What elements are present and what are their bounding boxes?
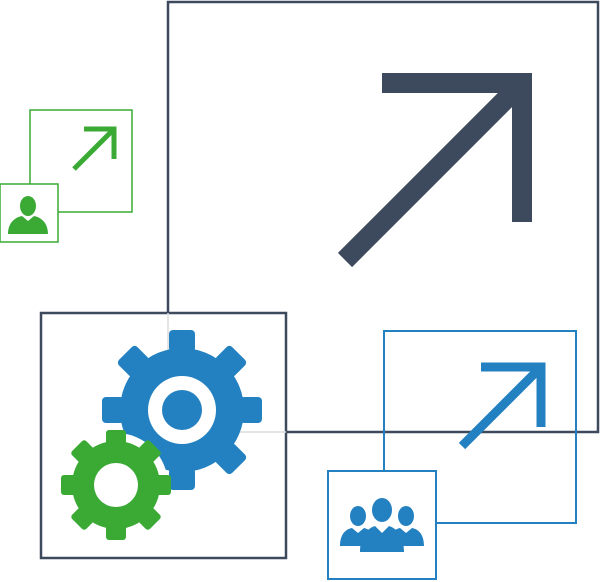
team-box	[327, 470, 437, 580]
green-arrow-icon	[72, 126, 117, 171]
gear-blue-icon	[102, 330, 262, 490]
user-icon	[8, 196, 48, 234]
large-arrow-icon	[337, 73, 532, 268]
blue-arrow-icon	[458, 362, 546, 450]
team-icon	[340, 498, 424, 552]
gear-green-icon	[61, 430, 171, 540]
blue-box	[383, 330, 577, 524]
